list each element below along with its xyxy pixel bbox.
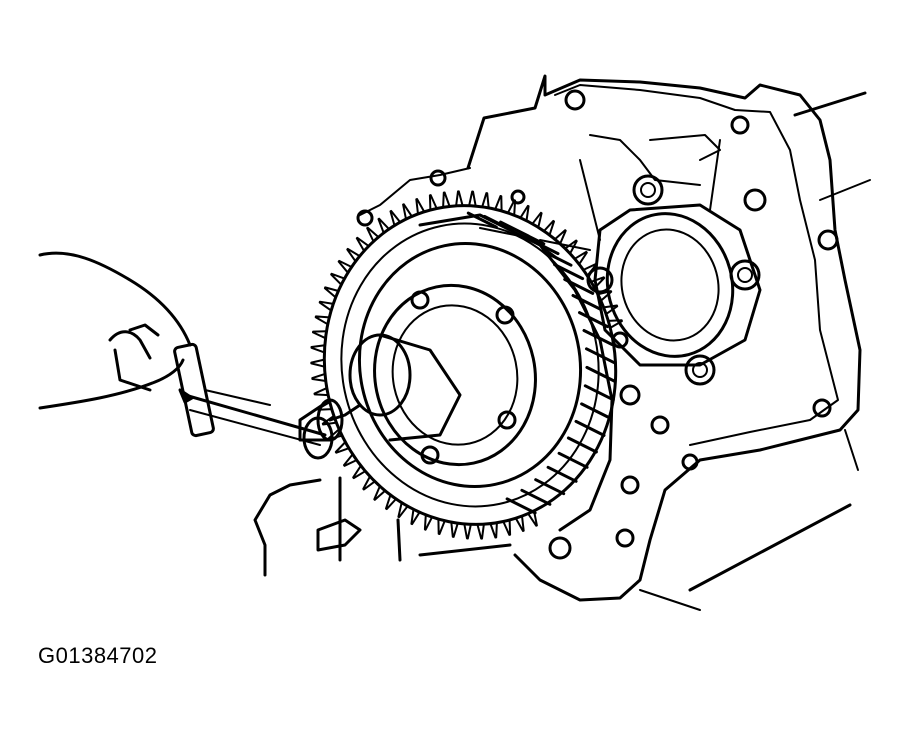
case-bolts (356, 89, 839, 560)
bearing-bore (593, 203, 762, 367)
figure-code: G01384702 (38, 643, 158, 668)
differential-hub (373, 283, 537, 467)
feeler-gauge (173, 342, 327, 446)
helical-teeth (466, 211, 617, 515)
gear-tooth-row (310, 190, 623, 540)
helical-drive-gear (418, 211, 617, 532)
hand (38, 251, 192, 410)
output-shaft (298, 333, 462, 460)
gear-teeth (310, 190, 623, 540)
lower-housing (253, 476, 512, 577)
helical-tooth-row (466, 211, 617, 515)
ring-gear (310, 190, 623, 540)
